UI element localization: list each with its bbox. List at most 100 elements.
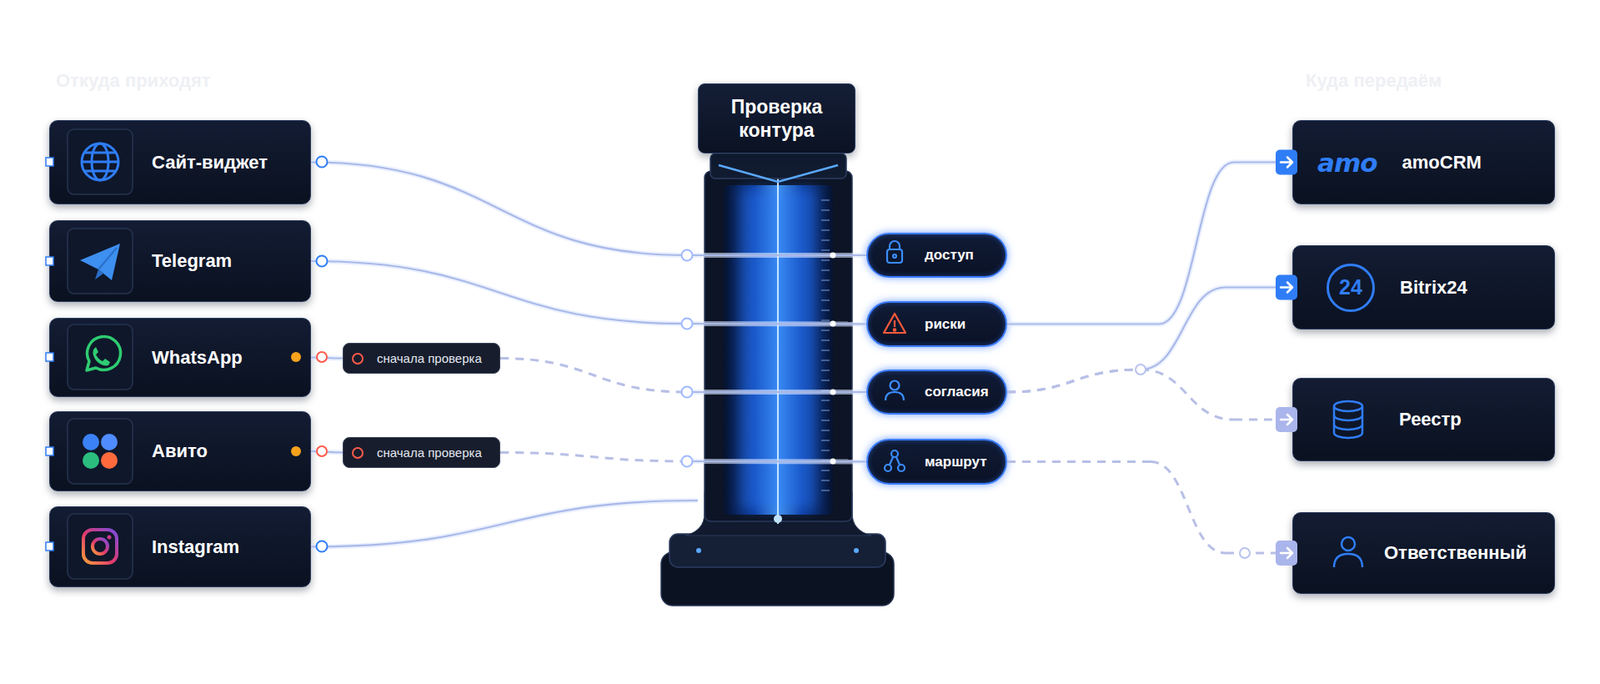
tower-base: [853, 547, 859, 553]
connector: [1007, 461, 1298, 567]
source-box: Авито: [49, 411, 311, 492]
avito-icon: [100, 433, 118, 451]
tower-port: [682, 386, 693, 398]
avito-icon: [82, 451, 100, 469]
connector-line: [1140, 369, 1234, 420]
pending-dot: [290, 446, 301, 457]
side-tab: [45, 541, 54, 551]
connector-glow: [310, 162, 688, 256]
instagram-icon: [107, 535, 112, 540]
tower-scale: [821, 200, 830, 491]
column-heading: Куда передаём: [1305, 70, 1442, 92]
icon-tile: [67, 513, 133, 579]
side-tab: [45, 446, 54, 456]
tower-scale: [821, 469, 830, 471]
connector: [1007, 275, 1298, 393]
side-tab: [45, 256, 54, 266]
database-icon: [1334, 401, 1363, 412]
risk-icon: [883, 313, 906, 333]
risk-icon: [893, 320, 896, 327]
lock-icon: [892, 254, 897, 258]
tower-base: [661, 551, 894, 606]
connector-line: [687, 391, 867, 393]
lock-icon: [887, 240, 903, 263]
telegram-icon: [80, 243, 121, 281]
node-label: Реестр: [1399, 408, 1462, 431]
connector-line: [1233, 160, 1293, 163]
tower-scale: [821, 359, 830, 361]
tower-body: [740, 188, 817, 510]
person-icon: [885, 381, 904, 402]
tower-scale: [821, 269, 830, 271]
connector-glow: [1007, 321, 1159, 327]
arrow-tab: [1275, 150, 1298, 176]
check-badge: сначала проверка: [342, 342, 501, 374]
badge-ring: [352, 447, 363, 458]
port-dot: [316, 255, 328, 267]
tower-scale: [821, 409, 830, 411]
route-icon: [896, 456, 900, 465]
connector-line: [687, 322, 867, 326]
connector: [310, 451, 343, 453]
junction-dot: [1135, 364, 1250, 558]
tower-scale: [821, 309, 830, 311]
tower-body: [704, 170, 853, 522]
tower-scale: [821, 319, 830, 321]
tower-scale: [821, 459, 830, 461]
check-badge: сначала проверка: [342, 436, 501, 468]
column-heading: Откуда приходят: [55, 70, 211, 92]
check-pill: риски: [866, 300, 1008, 347]
side-tab: [45, 352, 54, 362]
route-icon: [884, 450, 905, 472]
database-icon: [1334, 401, 1363, 438]
tower-node-dot: [830, 389, 837, 396]
whatsapp-icon: [93, 346, 111, 366]
tower-scale: [821, 399, 830, 401]
connector-line: [1007, 369, 1141, 392]
tower-scale: [821, 389, 830, 391]
icon-tile: [67, 228, 133, 294]
telegram-icon: [80, 243, 121, 281]
lock-icon: [887, 249, 903, 263]
node-label: риски: [924, 315, 966, 333]
connector: [1007, 150, 1298, 325]
tower-scale: [821, 429, 830, 431]
node-label: WhatsApp: [151, 346, 243, 369]
route-icon: [889, 456, 893, 465]
check-pill: согласия: [866, 369, 1008, 415]
connector-glow: [1225, 285, 1293, 291]
port-dot: [316, 156, 328, 552]
connector-line: [1225, 551, 1293, 555]
connector-line: [1233, 418, 1293, 422]
instagram-icon: [92, 538, 108, 554]
connector-line: [1007, 322, 1159, 325]
node-label: amoCRM: [1402, 151, 1482, 174]
tower-base: [685, 491, 872, 536]
tower-body: [710, 153, 847, 179]
lock-icon: [889, 240, 900, 250]
tower-body: [777, 158, 779, 524]
connector: [1007, 369, 1298, 432]
brand-logo: 24: [1326, 263, 1375, 312]
connector-glow: [1158, 162, 1234, 325]
connector-glow: [1233, 160, 1293, 166]
tower-scale: [821, 289, 830, 291]
tower-port: [682, 250, 693, 261]
connector-line: [310, 500, 698, 547]
tower-scale: [821, 379, 830, 381]
avito-icon: [100, 451, 118, 469]
instagram-icon: [83, 529, 117, 563]
connector-glow: [687, 458, 867, 465]
tower-scale: [821, 339, 830, 341]
badge-ring: [352, 353, 363, 364]
source-box: WhatsApp: [49, 317, 311, 397]
connector: [500, 452, 867, 462]
connector-line: [310, 357, 343, 359]
person-icon: [885, 391, 904, 401]
node-label: доступ: [924, 246, 974, 264]
connector: [310, 162, 867, 256]
globe-icon: [85, 151, 116, 155]
connector-line: [1140, 287, 1226, 371]
tower-scale: [821, 219, 830, 221]
connector-line: [500, 358, 688, 393]
